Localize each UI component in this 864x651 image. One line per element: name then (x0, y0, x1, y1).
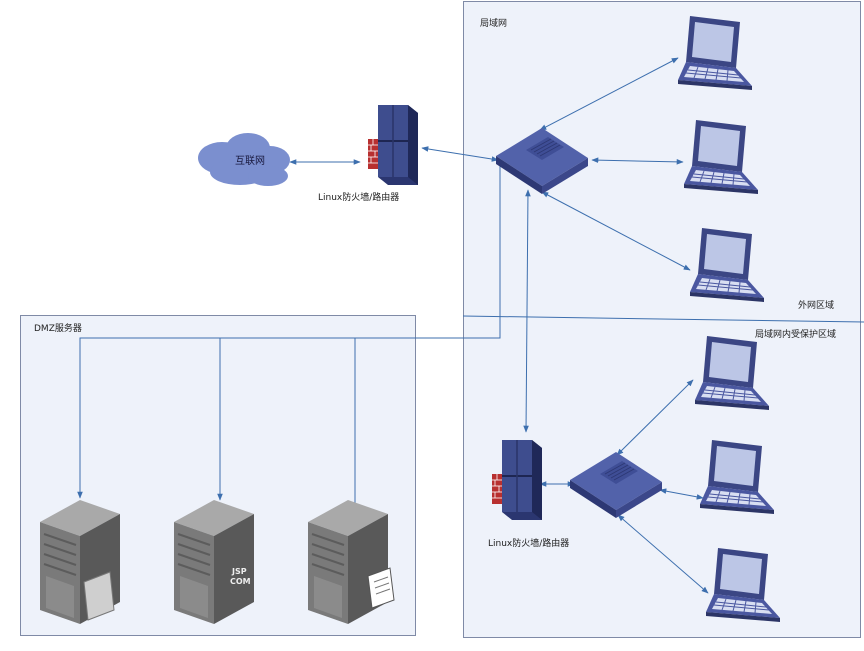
link-switch-bottom-laptop-3 (617, 514, 709, 594)
link-firewall-switch-top (421, 146, 499, 162)
link-switch-dmz-bus (77, 160, 501, 499)
internet-label: 互联网 (235, 155, 265, 167)
link-switch-laptop-1 (539, 57, 679, 131)
lan-zone-label: 局域网 (480, 17, 507, 29)
outer-zone-label: 外网区域 (798, 299, 834, 311)
link-switch-laptop-2 (591, 157, 684, 165)
link-switch-bottom-laptop-1 (616, 379, 694, 456)
server-tower-icon (39, 499, 121, 625)
protected-zone-label: 局域网内受保护区域 (755, 328, 836, 340)
firewall-bottom-label: Linux防火墙/路由器 (488, 537, 569, 549)
link-switch-laptop-3 (541, 191, 691, 271)
link-switch-firewall-bottom (523, 189, 531, 433)
firewall-top-icon (367, 104, 419, 186)
firewall-top-label: Linux防火墙/路由器 (318, 191, 399, 203)
server-document-icon (307, 499, 395, 625)
server-jsp-icon: JSP COM (173, 499, 255, 625)
link-switch-bottom-laptop-2 (659, 488, 704, 500)
server-jsp-label: JSP (231, 567, 247, 576)
server-com-label: COM (230, 577, 251, 586)
cloud-icon (198, 133, 290, 186)
dmz-zone-label: DMZ服务器 (34, 322, 82, 334)
